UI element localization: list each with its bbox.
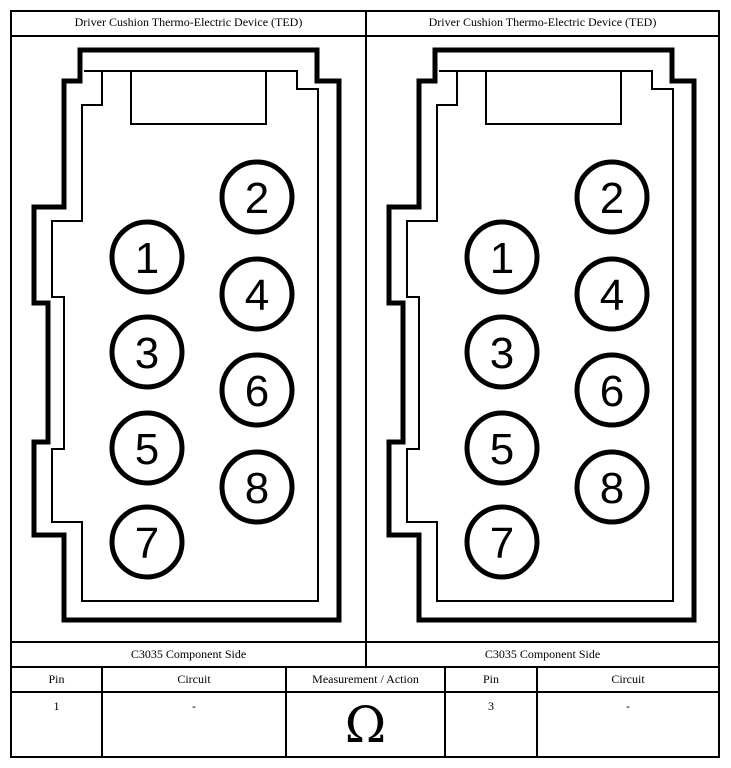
table-header-circuit-b: Circuit — [611, 672, 645, 686]
connector-outer-housing — [386, 47, 697, 623]
pin-label: 3 — [135, 329, 159, 378]
pin-label: 1 — [135, 234, 159, 283]
panel-divider — [365, 10, 367, 667]
pin-cavity-7: 7 — [464, 504, 540, 580]
pin-cavity-7: 7 — [109, 504, 185, 580]
pin-cavity-4: 4 — [219, 256, 295, 332]
table-col-divider-4 — [536, 666, 538, 758]
pin-label: 8 — [245, 464, 269, 513]
caption-bottom-divider — [10, 666, 720, 668]
pin-cavity-1: 1 — [464, 219, 540, 295]
connector-latch — [130, 70, 267, 125]
pin-label: 5 — [490, 425, 514, 474]
panel-title-right: Driver Cushion Thermo-Electric Device (T… — [428, 15, 657, 29]
panel-caption-right: C3035 Component Side — [484, 647, 601, 661]
pin-cavity-2: 2 — [574, 159, 650, 235]
pin-cavity-6: 6 — [219, 352, 295, 428]
pin-label: 5 — [135, 425, 159, 474]
panel-caption-left: C3035 Component Side — [130, 647, 247, 661]
pin-label: 4 — [600, 271, 624, 320]
connector-outer-housing — [31, 47, 342, 623]
pin-cavity-2: 2 — [219, 159, 295, 235]
pin-cavity-5: 5 — [109, 410, 185, 486]
table-header-pin-a: Pin — [48, 672, 65, 686]
table-header-measurement: Measurement / Action — [312, 672, 419, 686]
ohm-symbol: Ω — [344, 696, 387, 754]
table-header-pin-b: Pin — [482, 672, 499, 686]
table-header-divider — [10, 691, 720, 693]
pin-cavity-8: 8 — [574, 449, 650, 525]
table-col-divider-3 — [444, 666, 446, 758]
connector-drawing-right: 1 2 3 4 5 6 7 8 — [386, 47, 697, 623]
pin-label: 1 — [490, 234, 514, 283]
connector-latch — [485, 70, 622, 125]
connector-inner-housing — [406, 70, 674, 602]
table-cell-pin-b: 3 — [488, 699, 494, 713]
table-col-divider-1 — [101, 666, 103, 758]
connector-inner-housing — [51, 70, 319, 602]
pin-label: 2 — [245, 174, 269, 223]
table-cell-circuit-a: - — [192, 699, 196, 713]
pin-cavity-4: 4 — [574, 256, 650, 332]
pin-label: 2 — [600, 174, 624, 223]
table-header-circuit-a: Circuit — [177, 672, 211, 686]
panel-title-left: Driver Cushion Thermo-Electric Device (T… — [74, 15, 303, 29]
pin-label: 3 — [490, 329, 514, 378]
pin-cavity-3: 3 — [109, 314, 185, 390]
table-cell-circuit-b: - — [626, 699, 630, 713]
connector-drawing-left: 1 2 3 4 5 6 7 8 — [31, 47, 342, 623]
table-col-divider-2 — [285, 666, 287, 758]
pin-label: 6 — [245, 367, 269, 416]
table-cell-pin-a: 1 — [53, 699, 60, 713]
pin-label: 7 — [490, 519, 514, 568]
pin-cavity-1: 1 — [109, 219, 185, 295]
pin-cavity-8: 8 — [219, 449, 295, 525]
pin-cavity-6: 6 — [574, 352, 650, 428]
pin-label: 8 — [600, 464, 624, 513]
pin-label: 7 — [135, 519, 159, 568]
pin-label: 6 — [600, 367, 624, 416]
pin-label: 4 — [245, 271, 269, 320]
pin-cavity-3: 3 — [464, 314, 540, 390]
pin-cavity-5: 5 — [464, 410, 540, 486]
